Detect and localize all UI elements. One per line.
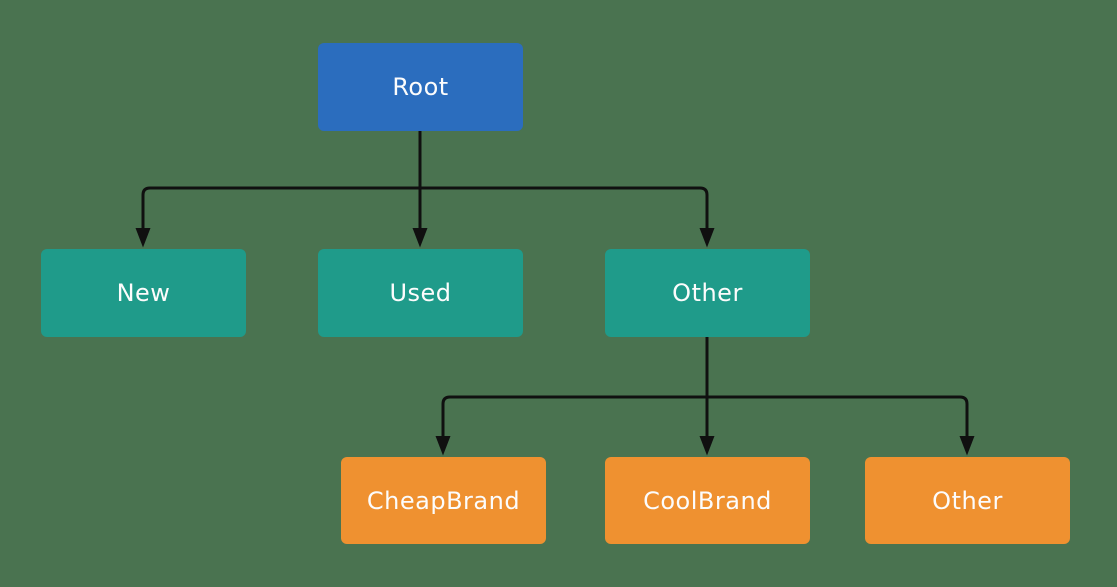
node-new-label: New — [116, 279, 171, 307]
arrowhead-coolbrand — [699, 436, 715, 456]
edge-root-new — [141, 186, 420, 228]
node-other-label: Other — [672, 279, 743, 307]
node-coolbrand: CoolBrand — [605, 457, 810, 544]
arrowhead-other2 — [959, 436, 975, 456]
node-new: New — [41, 249, 246, 337]
node-cheapbrand-label: CheapBrand — [366, 486, 521, 515]
node-root-label: Root — [392, 73, 449, 101]
arrowhead-other — [699, 228, 715, 248]
node-cheapbrand: CheapBrand — [341, 457, 546, 544]
node-root: Root — [318, 43, 523, 131]
edge-other-other2 — [707, 395, 969, 436]
arrowhead-used — [412, 228, 428, 248]
edge-root-other — [420, 186, 709, 228]
arrowhead-new — [135, 228, 151, 248]
node-other2: Other — [865, 457, 1070, 544]
arrowhead-cheapbrand — [435, 436, 451, 456]
node-other2-label: Other — [932, 486, 1003, 515]
node-used-label: Used — [389, 279, 452, 307]
node-used: Used — [318, 249, 523, 337]
edge-other-cheapbrand — [441, 395, 707, 436]
node-other: Other — [605, 249, 810, 337]
node-coolbrand-label: CoolBrand — [643, 486, 772, 515]
